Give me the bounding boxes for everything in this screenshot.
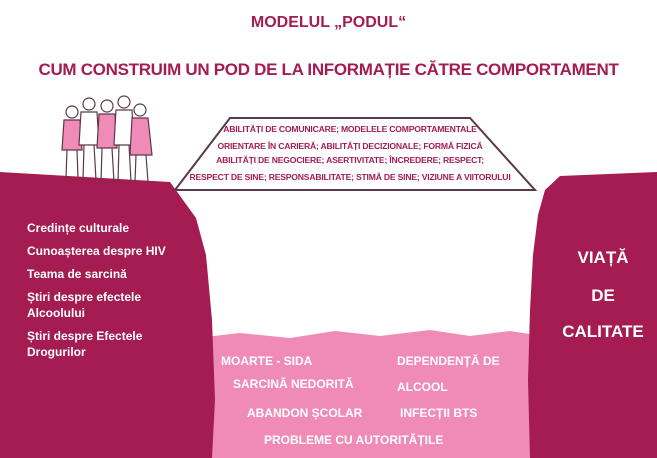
right-cliff-line-3: CALITATE xyxy=(562,322,644,341)
bridge-shape xyxy=(172,117,538,191)
left-item-pregnancy-fear: Teama de sarcină xyxy=(27,267,127,281)
pit-item-unwanted-pregnancy: SARCINĂ NEDORITĂ xyxy=(233,377,354,391)
bridge-line-1: ABILITĂȚI DE COMUNICARE; MODELELE COMPOR… xyxy=(223,124,477,134)
diagram-title: MODELUL „PODUL“ xyxy=(250,14,407,31)
pit-item-dependency-2: ALCOOL xyxy=(397,380,448,394)
pit-item-school-dropout: ABANDON ȘCOLAR xyxy=(247,406,363,420)
left-cliff xyxy=(0,172,215,458)
pit-item-sti: INFECȚII BTS xyxy=(400,406,478,420)
left-cliff-list: Credințe culturale Cunoașterea despre HI… xyxy=(27,220,166,367)
bridge-line-2: ORIENTARE ÎN CARIERĂ; ABILITĂȚI DECIZION… xyxy=(217,141,483,151)
pit-item-death-aids: MOARTE - SIDA xyxy=(221,354,313,368)
pit-item-dependency-1: DEPENDENȚĂ DE xyxy=(397,354,500,368)
right-cliff-line-1: VIAȚĂ xyxy=(577,248,629,267)
pit-item-authority-problems: PROBLEME CU AUTORITĂȚILE xyxy=(264,433,444,447)
left-item-hiv-knowledge: Cunoașterea despre HIV xyxy=(27,244,166,258)
bridge-line-3: ABILITĂȚI DE NEGOCIERE; ASERTIVITATE; ÎN… xyxy=(216,155,484,165)
pit-area xyxy=(205,330,536,458)
left-item-alcohol-news-2: Alcoolului xyxy=(27,306,85,320)
group-of-people-icon xyxy=(61,95,153,183)
left-item-cultural-beliefs: Credințe culturale xyxy=(27,221,130,235)
right-cliff xyxy=(528,172,657,458)
bridge-line-4: RESPECT DE SINE; RESPONSABILITATE; STIMĂ… xyxy=(189,172,511,182)
left-item-alcohol-news-1: Știri despre efectele xyxy=(27,290,142,304)
diagram-subtitle: CUM CONSTRUIM UN POD DE LA INFORMAȚIE CĂ… xyxy=(38,60,619,79)
right-cliff-line-2: DE xyxy=(591,286,615,305)
left-item-drug-news-2: Drogurilor xyxy=(27,345,86,359)
left-item-drug-news-1: Știri despre Efectele xyxy=(27,329,143,343)
